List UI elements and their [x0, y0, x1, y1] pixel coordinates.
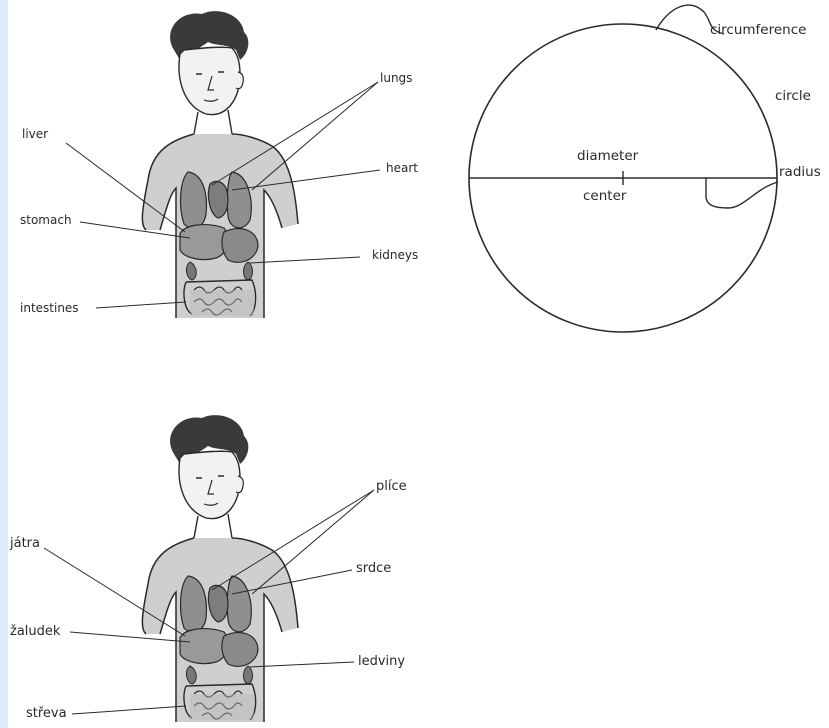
label-circumference: circumference — [710, 24, 806, 38]
label-radius: radius — [779, 166, 821, 180]
label-intestines: intestines — [20, 302, 79, 314]
human-figure-english — [142, 11, 298, 318]
label-diameter: diameter — [577, 150, 638, 164]
circle-geometry-diagram — [469, 5, 778, 332]
label-lungs: lungs — [380, 72, 412, 84]
label-stomach: stomach — [20, 214, 72, 226]
label-heart: heart — [386, 162, 418, 174]
label-circle: circle — [775, 90, 811, 104]
label-streva: střeva — [26, 707, 67, 720]
label-zaludek: žaludek — [10, 625, 60, 638]
label-ledviny: ledviny — [358, 655, 405, 668]
label-center: center — [583, 190, 626, 204]
label-plice: plíce — [376, 480, 407, 493]
label-liver: liver — [22, 128, 48, 140]
human-figure-czech — [142, 415, 298, 722]
label-kidneys: kidneys — [372, 249, 418, 261]
radius-bracket — [706, 178, 778, 208]
label-jatra: játra — [10, 537, 40, 550]
label-srdce: srdce — [356, 562, 391, 575]
